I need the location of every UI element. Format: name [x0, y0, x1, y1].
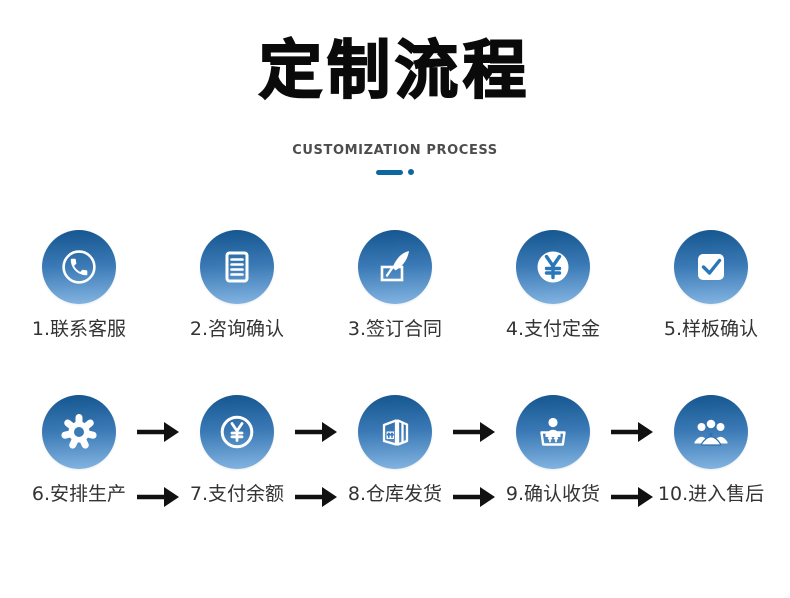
page-title: 定制流程 [258, 34, 531, 107]
step-warehouse-ship: 8.仓库发货 [316, 395, 474, 506]
step-arrange-production: 6.安排生产 [0, 395, 158, 506]
arrow-right-icon [453, 487, 495, 507]
divider-dot [408, 169, 414, 175]
step-circle [516, 395, 590, 469]
step-label: 4.支付定金 [505, 318, 601, 340]
arrow-right-icon [611, 487, 653, 507]
arrow-right-icon [137, 487, 179, 507]
arrow-right-icon [611, 422, 653, 442]
step-label: 9.确认收货 [505, 483, 601, 505]
yen-circle-icon [220, 415, 254, 449]
step-pay-deposit: 4.支付定金 [474, 230, 632, 341]
divider-dash [376, 169, 403, 175]
step-contact-service: 1.联系客服 [0, 230, 158, 341]
contract-sign-icon [380, 251, 409, 282]
step-consult-confirm: 2.咨询确认 [158, 230, 316, 341]
step-label: 10.进入售后 [657, 483, 765, 505]
title-divider [0, 169, 790, 175]
step-circle [516, 230, 590, 304]
step-label: 8.仓库发货 [347, 483, 443, 505]
step-circle [200, 395, 274, 469]
document-icon [225, 251, 249, 283]
step-circle [674, 395, 748, 469]
step-after-sales: 10.进入售后 [632, 395, 790, 506]
warehouse-icon [382, 419, 409, 446]
step-label: 1.联系客服 [31, 318, 127, 340]
step-circle [42, 230, 116, 304]
after-sales-group-icon [694, 418, 728, 446]
step-circle [358, 395, 432, 469]
step-confirm-receipt: 9.确认收货 [474, 395, 632, 506]
yen-coin-icon [537, 251, 569, 283]
receive-goods-icon [540, 417, 566, 446]
step-circle [358, 230, 432, 304]
step-circle [674, 230, 748, 304]
step-circle [200, 230, 274, 304]
step-circle [42, 395, 116, 469]
check-icon [698, 254, 724, 280]
arrow-right-icon [137, 422, 179, 442]
step-label: 3.签订合同 [347, 318, 443, 340]
page-subtitle: CUSTOMIZATION PROCESS [292, 143, 498, 158]
process-row-1: 1.联系客服 2.咨询确认 [0, 230, 790, 507]
step-label: 2.咨询确认 [189, 318, 285, 340]
arrow-right-icon [295, 487, 337, 507]
step-pay-balance: 7.支付余额 [158, 395, 316, 506]
step-label: 6.安排生产 [31, 483, 127, 505]
phone-icon [62, 250, 96, 284]
gear-icon [61, 414, 97, 449]
process-row-2: 6.安排生产 7.支付余额 [0, 395, 790, 506]
arrow-right-icon [295, 422, 337, 442]
step-sample-confirm: 5.样板确认 [632, 230, 790, 341]
step-label: 7.支付余额 [189, 483, 285, 505]
step-sign-contract: 3.签订合同 [316, 230, 474, 341]
arrow-right-icon [453, 422, 495, 442]
step-label: 5.样板确认 [663, 318, 759, 340]
